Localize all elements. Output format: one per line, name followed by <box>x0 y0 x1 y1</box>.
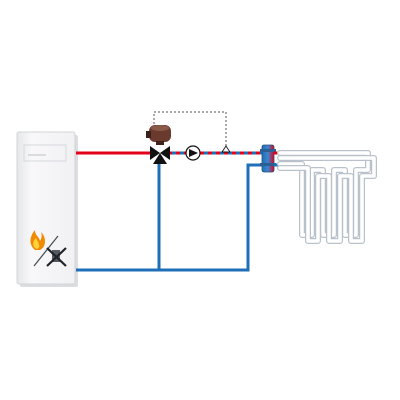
circulation-pump[interactable] <box>185 145 201 161</box>
underfloor-heating-loops <box>277 150 377 244</box>
valve-actuator[interactable] <box>146 125 171 145</box>
three-way-mixing-valve[interactable] <box>150 146 170 164</box>
boiler-display-panel <box>23 144 67 162</box>
flow-temperature-sensor <box>221 145 231 153</box>
control-wire <box>153 111 227 146</box>
return-pipe-main <box>76 163 262 272</box>
return-line <box>76 160 262 272</box>
distribution-manifold[interactable] <box>260 144 280 173</box>
boiler[interactable] <box>16 131 78 287</box>
boiler-body <box>16 131 76 285</box>
pump-arrow-icon <box>189 149 198 157</box>
heating-loop-2 <box>278 156 376 243</box>
flame-icon <box>30 230 46 250</box>
diagonal-divider-line <box>33 235 59 267</box>
no-chimney-icon <box>46 247 67 267</box>
